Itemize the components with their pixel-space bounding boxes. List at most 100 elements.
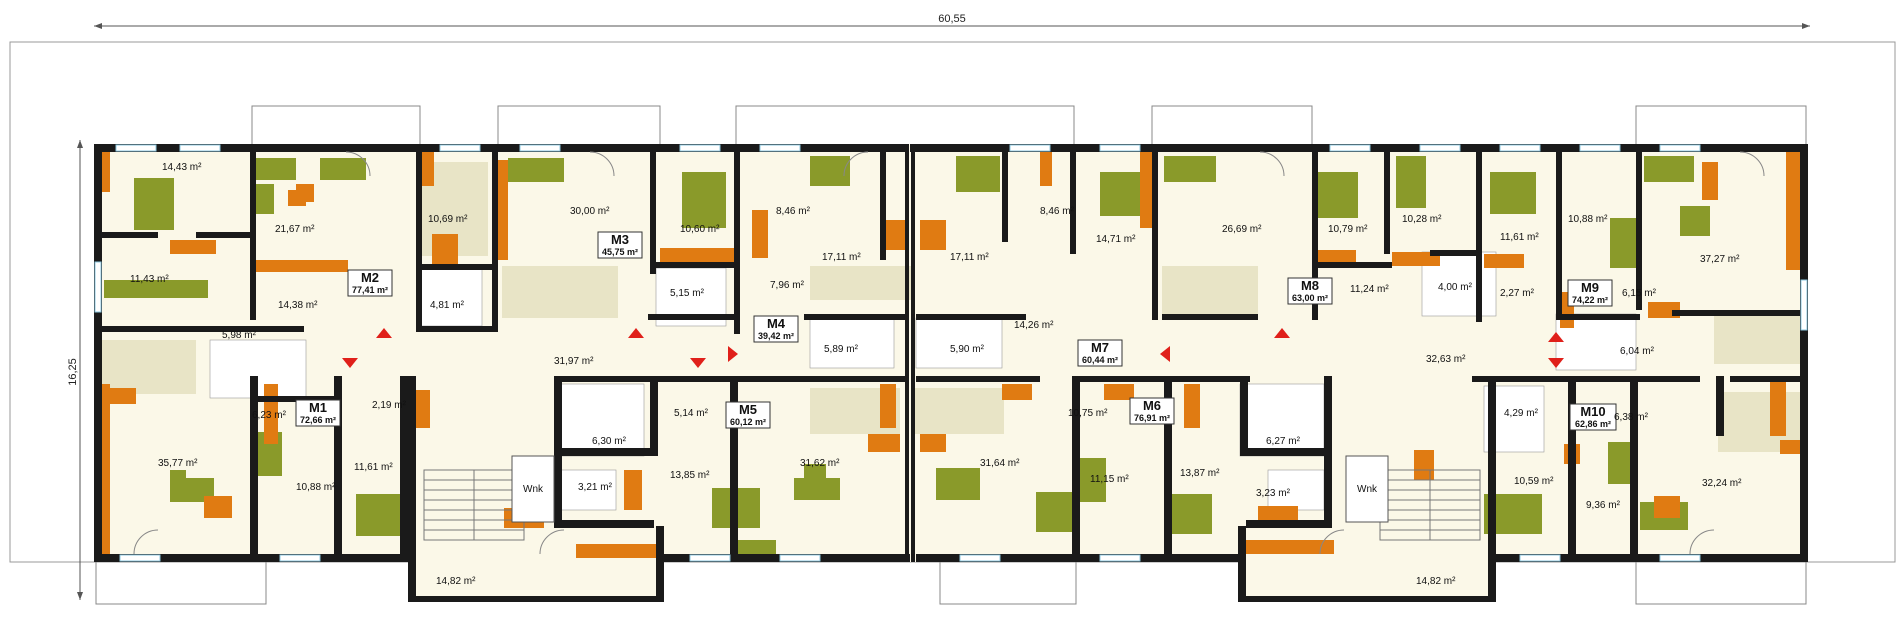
svg-text:60,44 m²: 60,44 m² bbox=[1082, 355, 1118, 365]
depth-label: 16,25 bbox=[67, 358, 79, 386]
svg-text:77,41 m²: 77,41 m² bbox=[352, 285, 388, 295]
room-area: 14,38 m² bbox=[278, 300, 318, 311]
red-triangle-right-icon bbox=[728, 346, 738, 362]
svg-text:M9: M9 bbox=[1581, 280, 1599, 295]
svg-text:60,12 m²: 60,12 m² bbox=[730, 417, 766, 427]
room-area: 9,36 m² bbox=[1586, 500, 1621, 511]
room-area: 3,21 m² bbox=[578, 482, 613, 493]
room-area: 3,23 m² bbox=[1256, 488, 1291, 499]
svg-text:M1: M1 bbox=[309, 400, 327, 415]
room-area: 14,26 m² bbox=[1014, 320, 1054, 331]
svg-text:M2: M2 bbox=[361, 270, 379, 285]
room-area: 14,82 m² bbox=[436, 576, 476, 587]
room-area: 31,97 m² bbox=[554, 356, 594, 367]
width-label: 60,55 bbox=[938, 13, 966, 25]
svg-text:M10: M10 bbox=[1580, 404, 1605, 419]
room-labels: 14,43 m² 21,67 m² 10,69 m² 30,00 m² 10,6… bbox=[130, 162, 1742, 587]
lift-right: Wnk bbox=[1345, 455, 1389, 523]
room-area: 13,87 m² bbox=[1180, 468, 1220, 479]
room-area: 31,62 m² bbox=[800, 458, 840, 469]
svg-text:76,91 m²: 76,91 m² bbox=[1134, 413, 1170, 423]
unit-label-m5: M5 60,12 m² bbox=[725, 401, 771, 429]
lift-left-label: Wnk bbox=[523, 484, 544, 495]
svg-text:M3: M3 bbox=[611, 232, 629, 247]
room-area: 11,61 m² bbox=[1500, 232, 1539, 243]
room-area: 31,64 m² bbox=[980, 458, 1020, 469]
room-area: 6,15 m² bbox=[1622, 288, 1657, 299]
red-triangle-up-icon bbox=[1548, 332, 1564, 342]
room-area: 10,88 m² bbox=[296, 482, 336, 493]
room-area: 4,81 m² bbox=[430, 300, 465, 311]
svg-text:74,22 m²: 74,22 m² bbox=[1572, 295, 1608, 305]
room-area: 17,11 m² bbox=[950, 252, 989, 263]
red-triangle-left-icon bbox=[1160, 346, 1170, 362]
lift-right-label: Wnk bbox=[1357, 484, 1378, 495]
room-area: 10,79 m² bbox=[1328, 224, 1368, 235]
unit-label-m10: M10 62,86 m² bbox=[1569, 403, 1617, 431]
unit-label-m9: M9 74,22 m² bbox=[1567, 279, 1613, 307]
doors bbox=[133, 151, 1765, 555]
unit-label-m3: M3 45,75 m² bbox=[597, 231, 643, 259]
unit-label-m7: M7 60,44 m² bbox=[1077, 339, 1123, 367]
wet-rooms bbox=[209, 251, 1637, 511]
room-area: 4,00 m² bbox=[1438, 282, 1473, 293]
red-triangle-down-icon bbox=[342, 358, 358, 368]
room-area: 5,90 m² bbox=[950, 344, 985, 355]
room-area: 32,24 m² bbox=[1702, 478, 1742, 489]
staircase-left bbox=[423, 469, 525, 541]
svg-text:M6: M6 bbox=[1143, 398, 1161, 413]
room-area: 37,27 m² bbox=[1700, 254, 1740, 265]
dimension-width: 60,55 bbox=[94, 13, 1810, 29]
svg-text:72,66 m²: 72,66 m² bbox=[300, 415, 336, 425]
room-area: 8,46 m² bbox=[776, 206, 811, 217]
room-area: 6,38 m² bbox=[1614, 412, 1649, 423]
red-triangle-up-icon bbox=[628, 328, 644, 338]
walls bbox=[94, 144, 1808, 602]
svg-text:M4: M4 bbox=[767, 316, 786, 331]
dimension-depth: 16,25 bbox=[67, 140, 83, 600]
room-area: 6,30 m² bbox=[592, 436, 627, 447]
room-area: 30,00 m² bbox=[570, 206, 610, 217]
room-area: 13,85 m² bbox=[670, 470, 710, 481]
furniture-green bbox=[104, 156, 1710, 554]
red-triangle-up-icon bbox=[376, 328, 392, 338]
room-area: 6,23 m² bbox=[252, 410, 287, 421]
room-area: 5,98 m² bbox=[222, 330, 257, 341]
room-area: 14,43 m² bbox=[162, 162, 202, 173]
unit-label-m1: M1 72,66 m² bbox=[295, 399, 341, 427]
room-area: 14,82 m² bbox=[1416, 576, 1456, 587]
svg-text:63,00 m²: 63,00 m² bbox=[1292, 293, 1328, 303]
furniture-orange bbox=[96, 150, 1802, 558]
room-area: 6,27 m² bbox=[1266, 436, 1301, 447]
room-area: 4,29 m² bbox=[1504, 408, 1539, 419]
room-area: 5,14 m² bbox=[674, 408, 709, 419]
room-area: 6,04 m² bbox=[1620, 346, 1655, 357]
room-area: 10,75 m² bbox=[1068, 408, 1108, 419]
unit-label-m8: M8 63,00 m² bbox=[1287, 277, 1333, 305]
lift-left: Wnk bbox=[511, 455, 555, 523]
room-area: 32,63 m² bbox=[1426, 354, 1466, 365]
svg-text:45,75 m²: 45,75 m² bbox=[602, 247, 638, 257]
unit-label-m6: M6 76,91 m² bbox=[1129, 397, 1175, 425]
room-area: 7,96 m² bbox=[770, 280, 805, 291]
room-area: 5,15 m² bbox=[670, 288, 705, 299]
room-area: 35,77 m² bbox=[158, 458, 198, 469]
windows bbox=[94, 144, 1808, 562]
room-area: 10,28 m² bbox=[1402, 214, 1442, 225]
unit-labels: M1 72,66 m² M2 77,41 m² M3 45,75 m² M4 3… bbox=[295, 231, 1617, 431]
svg-text:M5: M5 bbox=[739, 402, 757, 417]
room-area: 14,71 m² bbox=[1096, 234, 1136, 245]
room-area: 21,67 m² bbox=[275, 224, 315, 235]
entry-arrows bbox=[342, 328, 1564, 368]
room-area: 26,69 m² bbox=[1222, 224, 1262, 235]
room-area: 5,89 m² bbox=[824, 344, 859, 355]
staircase-right bbox=[1379, 469, 1481, 541]
room-area: 11,15 m² bbox=[1090, 474, 1129, 485]
red-triangle-up-icon bbox=[1274, 328, 1290, 338]
room-area: 10,60 m² bbox=[680, 224, 720, 235]
room-area: 10,59 m² bbox=[1514, 476, 1554, 487]
svg-text:M7: M7 bbox=[1091, 340, 1109, 355]
svg-text:62,86 m²: 62,86 m² bbox=[1575, 419, 1611, 429]
room-area: 2,27 m² bbox=[1500, 288, 1535, 299]
